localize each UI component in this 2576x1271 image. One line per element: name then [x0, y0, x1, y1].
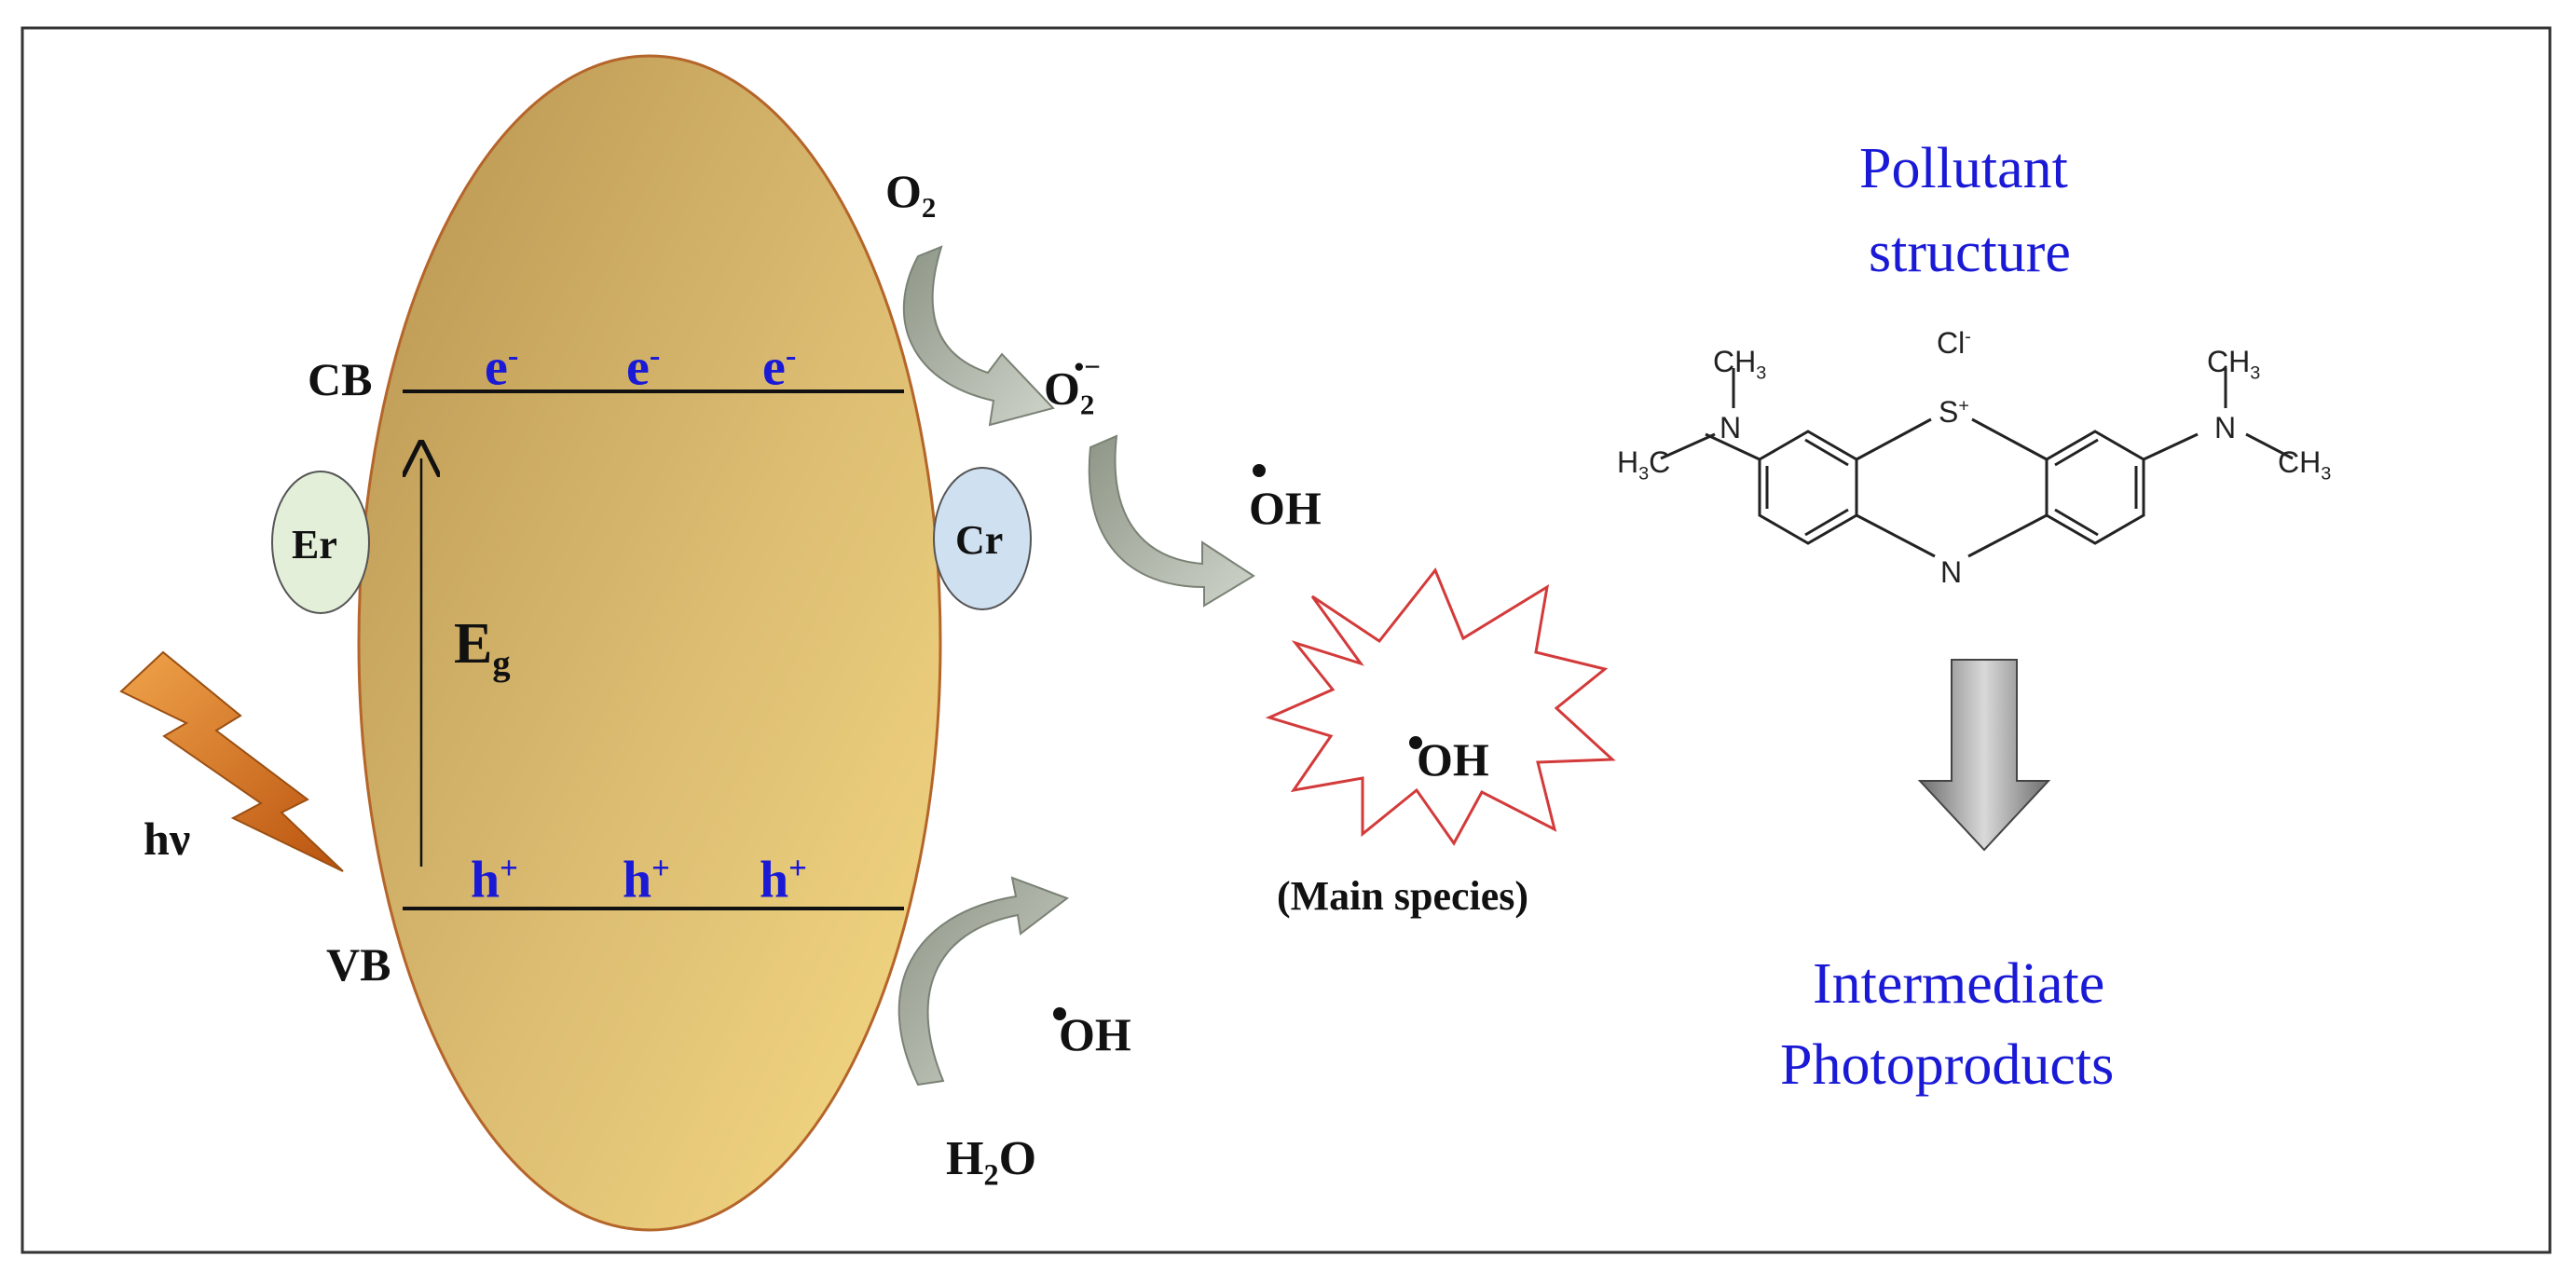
outer-frame — [21, 26, 2552, 1254]
superoxide-label: O2•− — [1044, 350, 1101, 421]
lightning-bolt-icon — [119, 650, 344, 872]
photoproducts-line1: Intermediate — [1813, 952, 2105, 1016]
water-to-hydroxyl-arrow — [897, 876, 1070, 1086]
radical-dot — [1409, 736, 1422, 749]
cr-label: Cr — [955, 517, 1004, 563]
hole-1: h+ — [471, 850, 518, 909]
hole-2: h+ — [623, 850, 670, 909]
mol-ch3-top-right: CH3 — [2207, 345, 2261, 384]
hydroxyl-radical-main: OH — [1409, 736, 2576, 783]
band-gap-label: Eg — [454, 612, 511, 684]
molecule-bonds — [1660, 368, 2294, 558]
degradation-down-arrow — [1917, 659, 2051, 852]
radical-dot — [1053, 1007, 1066, 1020]
er-label: Er — [292, 522, 337, 567]
vb-label: VB — [326, 938, 391, 991]
main-species-starburst — [1265, 567, 1616, 846]
mol-ch3-right: CH3 — [2278, 445, 2332, 485]
cb-label: CB — [308, 353, 373, 405]
hole-3: h+ — [760, 850, 807, 909]
mol-cl: Cl- — [1937, 326, 1971, 360]
mol-ch3-top-left: CH3 — [1713, 345, 1767, 384]
radical-dot — [1253, 464, 1266, 477]
mol-n-left: N — [1720, 411, 1742, 444]
electron-3: e- — [762, 337, 797, 397]
pollutant-title-line1: Pollutant — [1859, 137, 2068, 200]
main-species-label: (Main species) — [1277, 873, 1529, 919]
superoxide-to-hydroxyl-arrow — [1088, 434, 1255, 608]
electron-1: e- — [485, 337, 519, 397]
o2-to-superoxide-arrow — [902, 245, 1055, 427]
hydroxyl-radical-2: OH — [1053, 1007, 2576, 1058]
semiconductor-particle — [357, 54, 942, 1232]
er-dopant — [271, 471, 370, 614]
light-energy-label: hν — [144, 813, 191, 865]
mol-n-right: N — [2214, 411, 2237, 444]
mol-s-center: S+ — [1939, 395, 1969, 429]
water-label: H2O — [946, 1132, 1037, 1192]
cr-dopant — [933, 467, 1032, 610]
photoproducts-line2: Photoproducts — [1780, 1033, 2115, 1097]
pollutant-title-line2: structure — [1869, 221, 2071, 284]
oxygen-label: O2 — [885, 165, 937, 224]
mol-h3c-left: H3C — [1617, 445, 1671, 485]
mol-n-center: N — [1940, 555, 1963, 589]
electron-2: e- — [626, 337, 661, 397]
hydroxyl-radical-1: OH — [1249, 464, 2576, 531]
